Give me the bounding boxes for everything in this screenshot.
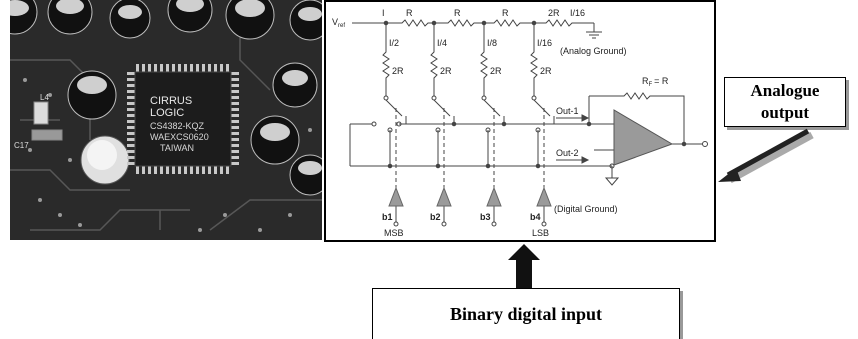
input-buffer-b3 — [486, 186, 502, 207]
branch-resistor-3: 2R — [490, 66, 502, 76]
bit-label-b2: b2 — [430, 212, 441, 222]
input-buffer-b1 — [388, 186, 404, 207]
op-amp — [613, 109, 674, 166]
branch-resistor-2: 2R — [440, 66, 452, 76]
series-resistor-1: R — [406, 8, 413, 18]
out-2-label: Out-2 — [556, 148, 579, 158]
current-label: I — [382, 8, 385, 18]
chip-text-lot: WAEXCS0620 — [150, 132, 209, 142]
dac-schematic: Vref I R R R 2R I/16 I/2 I/4 I/8 I/16 2R… — [324, 0, 716, 242]
circuit-board-photo: CIRRUS LOGIC CS4382-KQZ WAEXCS0620 TAIWA… — [10, 0, 322, 240]
branch-resistor-4: 2R — [540, 66, 552, 76]
analog-ground-label: (Analog Ground) — [560, 46, 627, 56]
board-label-c17: C17 — [14, 141, 29, 150]
bit-label-b1: b1 — [382, 212, 393, 222]
branch-current-3: I/8 — [487, 38, 497, 48]
branch-current-2: I/4 — [437, 38, 447, 48]
digital-ground-label: (Digital Ground) — [554, 204, 618, 214]
end-current: I/16 — [570, 8, 585, 18]
binary-input-arrow — [508, 244, 540, 288]
vref-label: Vref — [332, 17, 345, 29]
series-resistor-4: 2R — [548, 8, 560, 18]
bit-label-b4: b4 — [530, 212, 541, 222]
out-1-label: Out-1 — [556, 106, 579, 116]
chip-text-part: CS4382-KQZ — [150, 121, 205, 131]
msb-label: MSB — [384, 228, 404, 238]
analogue-output-line2: output — [760, 103, 810, 122]
chip-text-origin: TAIWAN — [160, 143, 194, 153]
binary-digital-input-callout: Binary digital input — [372, 288, 680, 339]
bit-label-b3: b3 — [480, 212, 491, 222]
branch-current-4: I/16 — [537, 38, 552, 48]
analogue-output-line1: Analogue — [750, 81, 820, 100]
board-label-l4: L4 — [40, 93, 49, 102]
lsb-label: LSB — [532, 228, 549, 238]
input-buffer-b4 — [536, 186, 552, 207]
analogue-output-arrow — [718, 128, 814, 184]
branch-current-1: I/2 — [389, 38, 399, 48]
feedback-label: RF= R — [642, 76, 669, 88]
series-resistor-2: R — [454, 8, 461, 18]
input-buffer-b2 — [436, 186, 452, 207]
capacitor-near-chip — [80, 135, 130, 185]
analogue-output-callout: Analogue output — [724, 77, 846, 127]
dac-chip: CIRRUS LOGIC CS4382-KQZ WAEXCS0620 TAIWA… — [134, 71, 232, 167]
series-resistor-3: R — [502, 8, 509, 18]
chip-text-brand: CIRRUS — [150, 95, 192, 107]
chip-text-logic: LOGIC — [150, 107, 184, 119]
branch-resistor-1: 2R — [392, 66, 404, 76]
